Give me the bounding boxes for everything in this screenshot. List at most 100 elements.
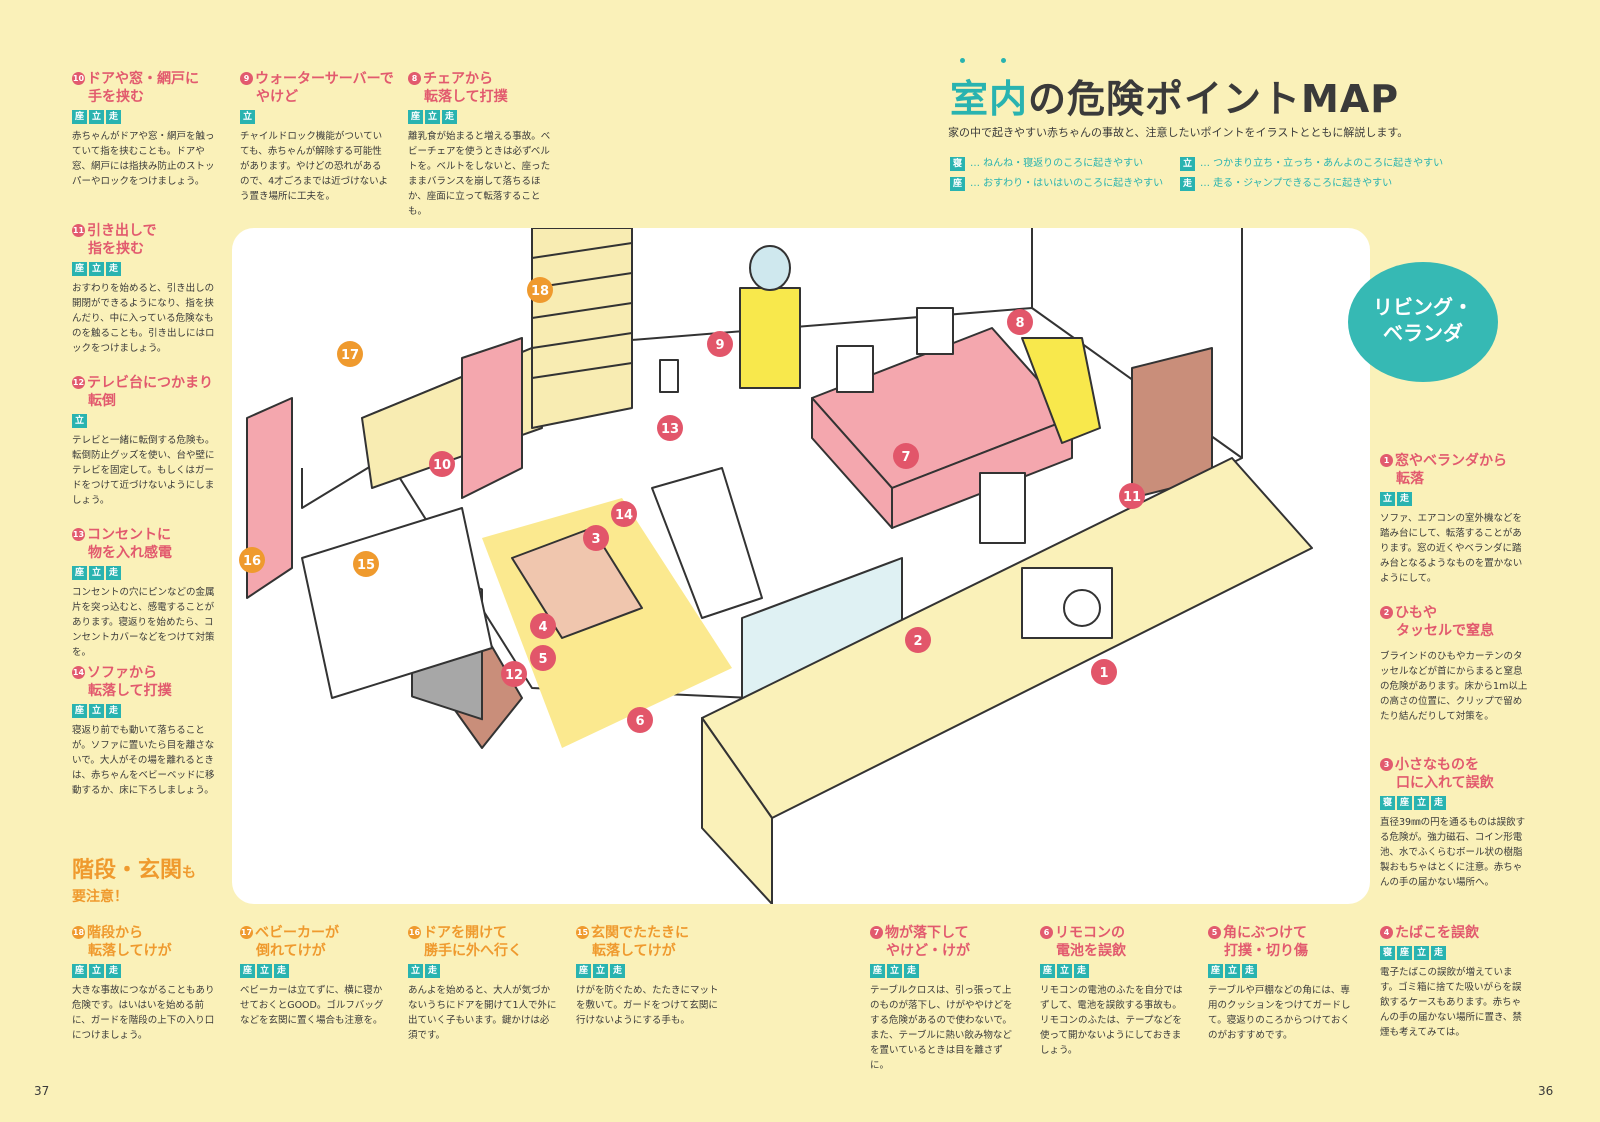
marker-label: 5 xyxy=(538,652,547,667)
entry-heading-line1: リモコンの xyxy=(1055,925,1125,941)
entry-body: コンセントの穴にピンなどの金属片を突っ込むと、感電することがあります。寝返りを始… xyxy=(72,587,215,658)
stage-tag: 立 xyxy=(89,964,104,978)
entry-number: 12 xyxy=(72,376,85,389)
stage-tag: 座 xyxy=(72,110,87,124)
entry-number: 14 xyxy=(72,666,85,679)
entry-body: チャイルドロック機能がついていても、赤ちゃんが解除する可能性があります。やけどの… xyxy=(240,131,388,202)
legend-text: … おすわり・はいはいのころに起きやすい xyxy=(970,178,1164,189)
legend-item-ne: 寝… ねんね・寝返りのころに起きやすい xyxy=(950,154,1143,171)
marker-13: 13 xyxy=(656,414,684,446)
marker-circle xyxy=(337,341,363,367)
entry-body: ソファ、エアコンの室外機などを踏み台にして、転落することがあります。窓の近くやベ… xyxy=(1380,513,1523,584)
entry-number: 17 xyxy=(240,926,253,939)
marker-15: 15 xyxy=(352,550,380,582)
stage-tag: 立 xyxy=(72,414,87,428)
stage-tag: 立 xyxy=(887,964,902,978)
entry-number: 8 xyxy=(408,72,421,85)
stage-tag: 立 xyxy=(425,110,440,124)
entry-heading-line2: やけど xyxy=(256,89,298,105)
entry-heading-line1: ひもや xyxy=(1395,605,1437,621)
marker-circle xyxy=(1007,309,1033,335)
marker-12: 12 xyxy=(500,660,528,692)
stage-tag: 立 xyxy=(257,964,272,978)
stage-tag: 立 xyxy=(408,964,423,978)
entry-body: テレビと一緒に転倒する危険も。転倒防止グッズを使い、台や壁にテレビを固定して。も… xyxy=(72,435,215,506)
entry-body: テーブルクロスは、引っ張って上のものが落下し、けがややけどをする危険があるので使… xyxy=(870,985,1013,1071)
zone-line2: ベランダ xyxy=(1383,321,1463,345)
entry-tags: 座立走 xyxy=(72,566,222,580)
stairs-entrance-note: 階段・玄関も 要注意！ xyxy=(72,852,196,906)
marker-circle xyxy=(611,501,637,527)
marker-6: 6 xyxy=(626,706,654,738)
entry-tags: 寝座立走 xyxy=(1380,946,1530,960)
marker-16: 16 xyxy=(238,546,266,578)
marker-label: 13 xyxy=(661,422,679,437)
marker-circle xyxy=(527,277,553,303)
legend-tag: 寝 xyxy=(950,157,965,171)
stage-tag: 座 xyxy=(72,704,87,718)
stage-tag: 立 xyxy=(1380,492,1395,506)
entry-heading-line2: 指を挟む xyxy=(88,241,144,257)
marker-label: 7 xyxy=(901,450,910,465)
stage-tag: 座 xyxy=(1208,964,1223,978)
stage-tag: 座 xyxy=(1040,964,1055,978)
stage-tag: 立 xyxy=(240,110,255,124)
stage-tag: 立 xyxy=(1414,796,1429,810)
entry-heading-line1: 窓やベランダから xyxy=(1395,453,1507,469)
marker-5: 5 xyxy=(529,644,557,676)
entry-heading-line2: 転倒 xyxy=(88,393,116,409)
stage-tag: 立 xyxy=(1057,964,1072,978)
entry-tags: 座立走 xyxy=(72,704,222,718)
entry-number: 4 xyxy=(1380,926,1393,939)
marker-label: 6 xyxy=(635,714,644,729)
entry-number: 11 xyxy=(72,224,85,237)
marker-circle xyxy=(501,661,527,687)
entry-heading-line1: 玄関でたたきに xyxy=(591,925,689,941)
marker-circle xyxy=(583,525,609,551)
marker-circle xyxy=(239,547,265,573)
marker-label: 2 xyxy=(913,634,922,649)
stage-tag: 立 xyxy=(89,704,104,718)
entry-number: 10 xyxy=(72,72,85,85)
marker-label: 9 xyxy=(715,338,724,353)
entry-tags: 立走 xyxy=(408,964,558,978)
marker-circle xyxy=(353,551,379,577)
entry-body: 離乳食が始まると増える事故。ベビーチェアを使うときは必ずベルトを。ベルトをしない… xyxy=(408,131,551,217)
stage-tag: 走 xyxy=(904,964,919,978)
legend-tag: 走 xyxy=(1180,177,1195,191)
entry-tags: 立 xyxy=(72,414,222,428)
marker-label: 1 xyxy=(1099,666,1108,681)
entry-heading-line2: 打撲・切り傷 xyxy=(1224,943,1308,959)
entry-number: 15 xyxy=(576,926,589,939)
marker-17: 17 xyxy=(336,340,364,372)
entry-body: おすわりを始めると、引き出しの開閉ができるようになり、指を挟んだり、中に入ってい… xyxy=(72,283,215,354)
page-title: 室内の危険ポイントMAP xyxy=(950,58,1399,123)
marker-label: 11 xyxy=(1123,490,1141,505)
entry-heading-line2: 転落 xyxy=(1396,471,1424,487)
marker-label: 10 xyxy=(433,458,451,473)
stage-tag: 座 xyxy=(72,964,87,978)
entry-heading-line2: タッセルで窒息 xyxy=(1396,623,1494,639)
legend-item-tatsu: 立… つかまり立ち・立っち・あんよのころに起きやすい xyxy=(1180,154,1443,171)
entry-heading-line1: ベビーカーが xyxy=(255,925,339,941)
marker-18: 18 xyxy=(526,276,554,308)
marker-circle xyxy=(893,443,919,469)
